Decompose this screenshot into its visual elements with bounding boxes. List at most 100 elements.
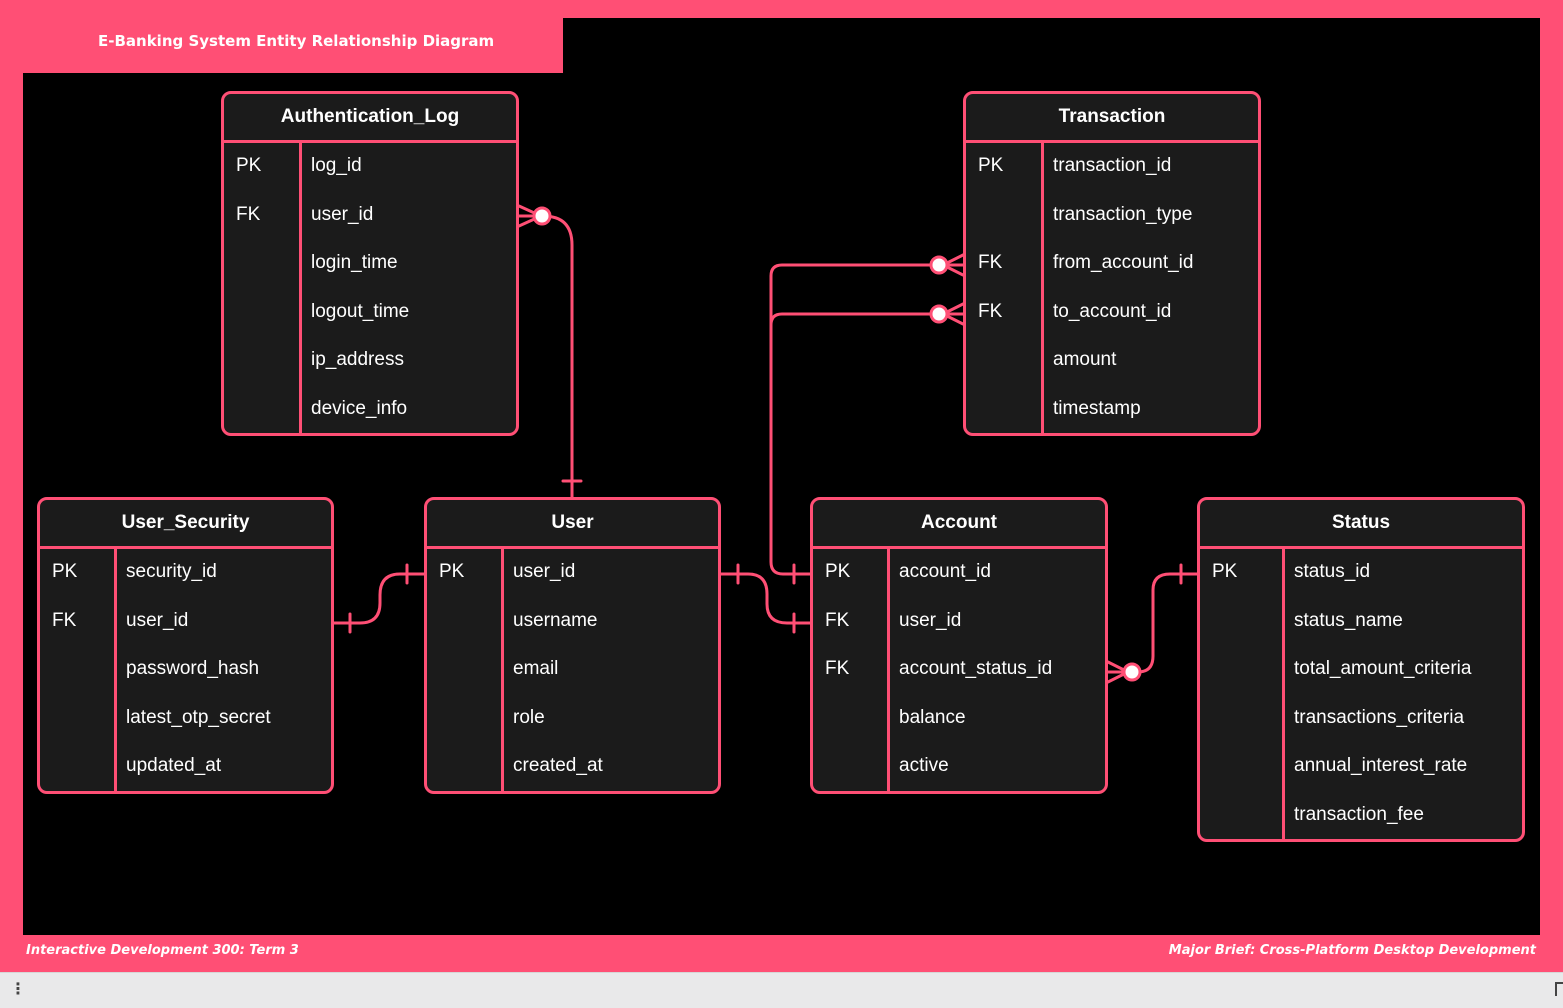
key-label: PK [439, 561, 465, 582]
key-column-divider [501, 549, 504, 791]
attribute-row[interactable]: PK security_id [40, 549, 331, 598]
rel-user-account [719, 563, 812, 634]
diagram-frame: E-Banking System Entity Relationship Dia… [0, 0, 1563, 972]
attribute-name: balance [899, 706, 966, 728]
key-label: PK [825, 561, 851, 582]
key-label: FK [236, 203, 261, 225]
attribute-name: transactions_criteria [1294, 706, 1465, 728]
attribute-row[interactable]: login_time [224, 240, 516, 289]
attribute-name: account_status_id [899, 658, 1053, 680]
attribute-row[interactable]: status_name [1200, 598, 1522, 647]
entity-name-transaction: Transaction [966, 94, 1258, 143]
key-column-divider [299, 143, 302, 433]
entity-name-authentication-log: Authentication_Log [224, 94, 516, 143]
attribute-row[interactable]: FK to_account_id [966, 289, 1258, 338]
attribute-name: status_name [1294, 609, 1403, 631]
attribute-name: role [513, 706, 545, 728]
attribute-row[interactable]: PK account_id [813, 549, 1105, 598]
key-column-divider [114, 549, 117, 791]
attribute-name: from_account_id [1053, 252, 1194, 274]
attribute-name: username [513, 609, 598, 631]
key-label: FK [825, 609, 850, 631]
attribute-name: user_id [899, 609, 962, 631]
rel-usersecurity-user [332, 563, 426, 634]
zero-marker-from-account [929, 255, 949, 275]
attribute-name: active [899, 755, 949, 777]
key-label: PK [52, 561, 78, 582]
key-column-divider [887, 549, 890, 791]
attribute-row[interactable]: amount [966, 337, 1258, 386]
attribute-row[interactable]: latest_otp_secret [40, 695, 331, 744]
attribute-row[interactable]: transaction_fee [1200, 792, 1522, 839]
attribute-row[interactable]: PK user_id [427, 549, 718, 598]
attribute-row[interactable]: device_info [224, 386, 516, 433]
key-column-divider [1282, 549, 1285, 839]
key-label: FK [978, 300, 1003, 322]
attribute-row[interactable]: FK from_account_id [966, 240, 1258, 289]
attribute-row[interactable]: FK user_id [224, 192, 516, 241]
key-label: FK [825, 658, 850, 680]
corner-resize-icon[interactable] [1555, 982, 1563, 996]
diagram-title: E-Banking System Entity Relationship Dia… [98, 32, 495, 50]
attribute-row[interactable]: annual_interest_rate [1200, 743, 1522, 792]
attribute-name: updated_at [126, 755, 222, 777]
more-options-icon[interactable]: ⋮ [10, 979, 26, 998]
attribute-name: login_time [311, 252, 398, 274]
attribute-name: timestamp [1053, 397, 1141, 419]
attribute-name: latest_otp_secret [126, 706, 271, 728]
rel-authlog-user [517, 204, 583, 499]
attribute-name: email [513, 658, 559, 680]
attribute-name: transaction_fee [1294, 803, 1424, 825]
attribute-name: transaction_type [1053, 203, 1193, 225]
attribute-row[interactable]: total_amount_criteria [1200, 646, 1522, 695]
attribute-row[interactable]: email [427, 646, 718, 695]
attribute-row[interactable]: logout_time [224, 289, 516, 338]
attribute-row[interactable]: password_hash [40, 646, 331, 695]
attribute-row[interactable]: transactions_criteria [1200, 695, 1522, 744]
attribute-name: created_at [513, 755, 603, 777]
entity-name-user: User [427, 500, 718, 549]
attribute-row[interactable]: timestamp [966, 386, 1258, 433]
zero-marker-to-account [929, 304, 949, 324]
attribute-name: account_id [899, 561, 991, 582]
attribute-row[interactable]: active [813, 743, 1105, 791]
zero-marker-authlog [532, 206, 552, 226]
attribute-name: to_account_id [1053, 300, 1172, 322]
attribute-row[interactable]: created_at [427, 743, 718, 791]
attribute-row[interactable]: updated_at [40, 743, 331, 791]
attribute-row[interactable]: ip_address [224, 337, 516, 386]
entity-name-account: Account [813, 500, 1105, 549]
attribute-row[interactable]: FK account_status_id [813, 646, 1105, 695]
attribute-row[interactable]: transaction_type [966, 192, 1258, 241]
attribute-name: user_id [513, 561, 576, 582]
attribute-name: annual_interest_rate [1294, 755, 1468, 777]
attribute-name: status_id [1294, 561, 1371, 582]
attribute-name: device_info [311, 397, 408, 419]
entity-body: PK user_id username email role created_at [427, 549, 718, 791]
key-label: FK [978, 252, 1003, 274]
attribute-row[interactable]: FK user_id [813, 598, 1105, 647]
attribute-name: user_id [311, 203, 374, 225]
attribute-name: security_id [126, 561, 217, 582]
attribute-name: password_hash [126, 658, 260, 680]
footer-brief: Major Brief: Cross-Platform Desktop Deve… [1168, 943, 1536, 958]
zero-marker-account-status [1122, 662, 1142, 682]
attribute-name: amount [1053, 349, 1117, 371]
attribute-row[interactable]: role [427, 695, 718, 744]
attribute-row[interactable]: balance [813, 695, 1105, 744]
rel-account-status [1106, 563, 1199, 684]
attribute-row[interactable]: username [427, 598, 718, 647]
